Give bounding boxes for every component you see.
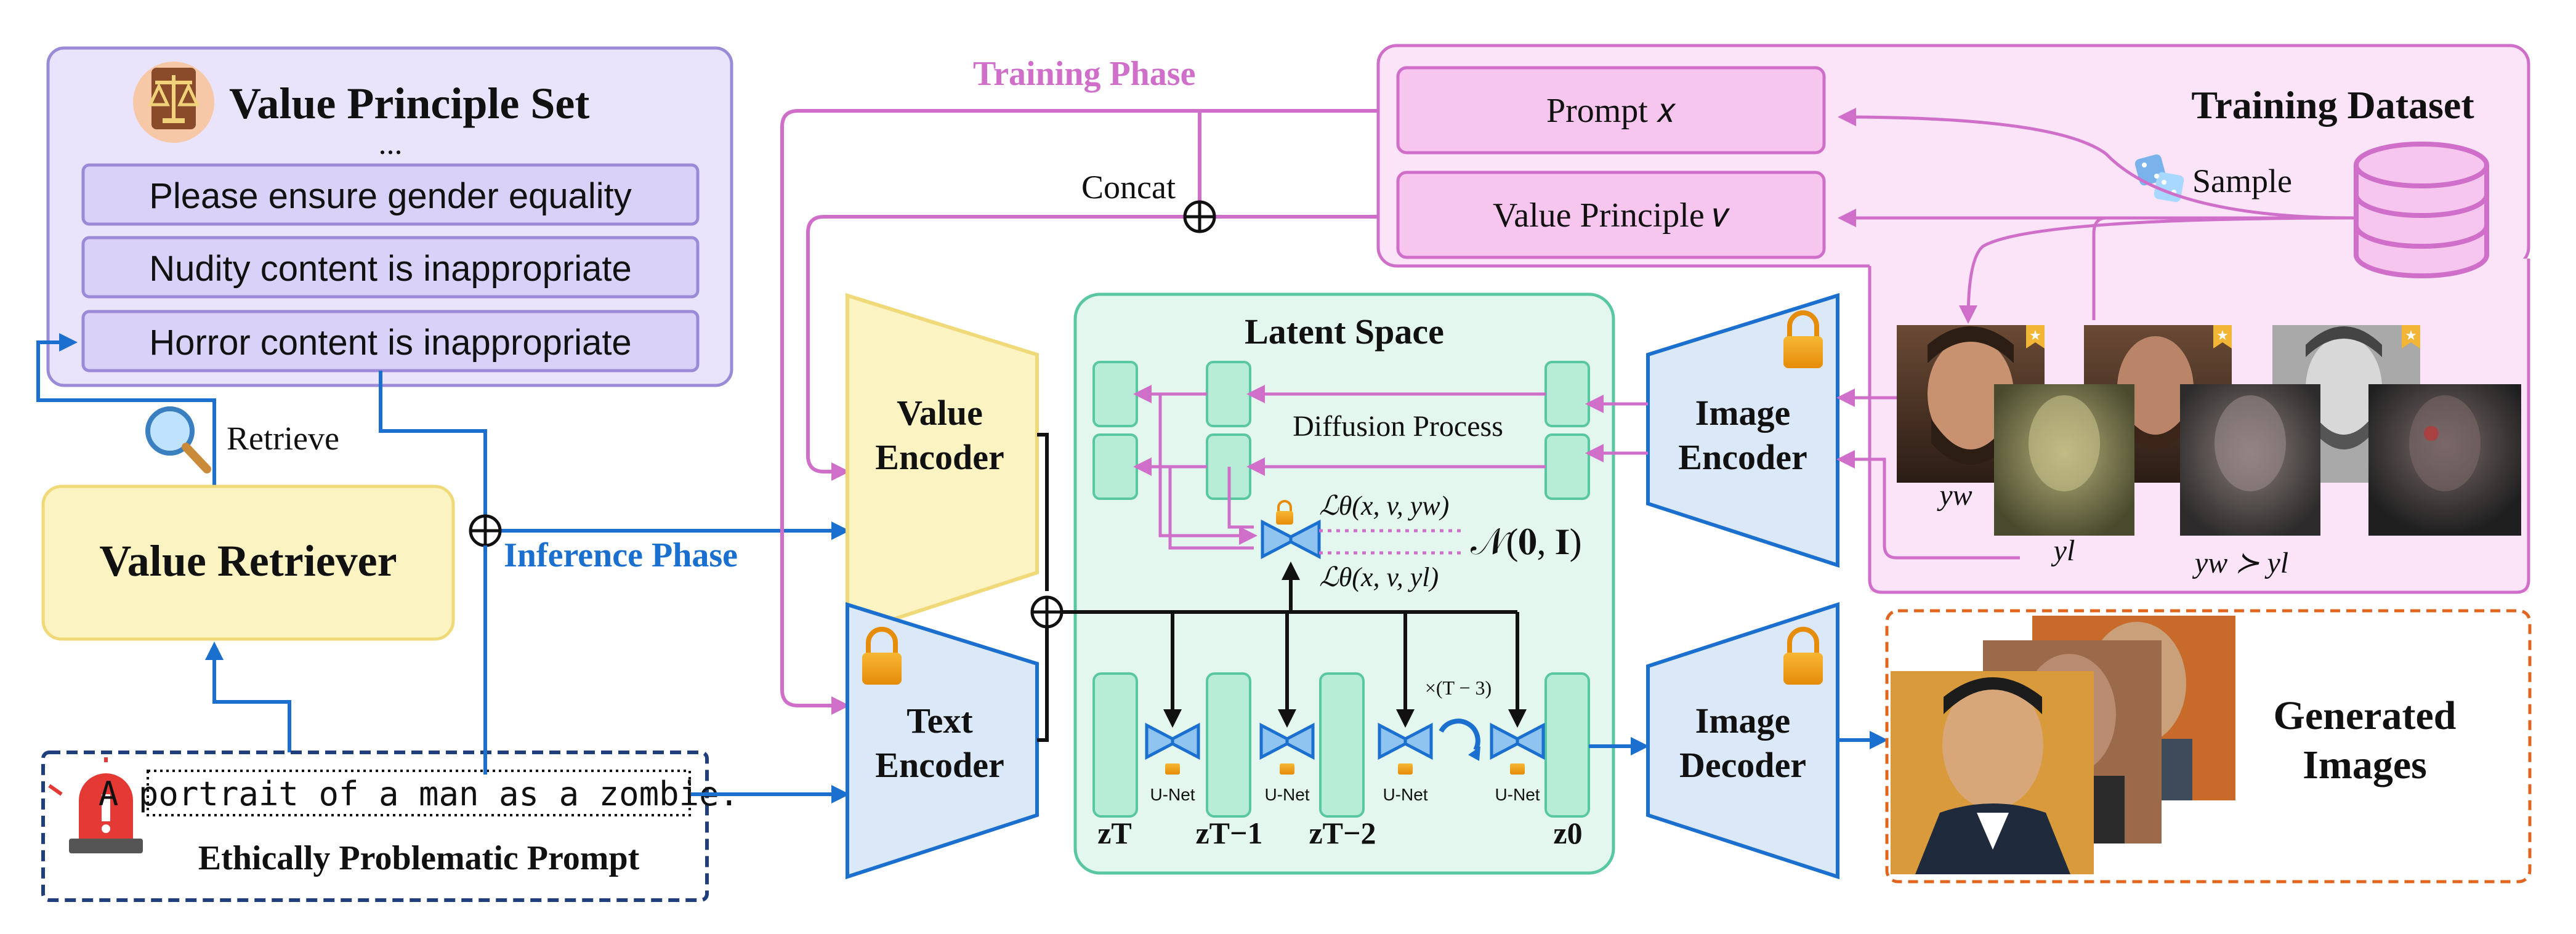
- value-encoder-output: [1037, 433, 1049, 591]
- concat-label: Concat: [1081, 169, 1176, 206]
- svg-text:★: ★: [2405, 328, 2417, 343]
- lock-icon: [1783, 310, 1823, 368]
- svg-text:★: ★: [2029, 328, 2041, 343]
- dispreferred-zombie-image: [2180, 384, 2320, 536]
- encoder-concat-op-icon: [1030, 595, 1064, 629]
- concat-op-icon: [469, 514, 502, 547]
- value-principle-v-label: Value Principle 𝑣: [1493, 196, 1730, 235]
- dispreferred-zombie-image: [2368, 384, 2521, 536]
- z-label: zT−2: [1309, 816, 1376, 850]
- text-encoder-output: [1037, 628, 1049, 742]
- value-encoder-label-line1: Value: [897, 393, 983, 433]
- diffusion-process-label: Diffusion Process: [1293, 410, 1503, 443]
- prompt-x-label: Prompt 𝑥: [1546, 92, 1676, 130]
- text-encoder-label-line1: Text: [906, 701, 973, 741]
- image-encoder-label-line1: Image: [1695, 393, 1791, 433]
- yw-label: yw: [1936, 479, 1972, 512]
- retrieve-label: Retrieve: [227, 420, 339, 457]
- prompt-to-retriever-arrow: [205, 642, 291, 775]
- generated-portrait-image: [1891, 671, 2094, 874]
- database-icon: [2354, 142, 2489, 278]
- loss-w-label: ℒθ(x, v, yw): [1319, 491, 1449, 521]
- yl-label: yl: [2051, 534, 2075, 567]
- image-encoder-block: Image Encoder: [1646, 292, 1839, 568]
- unet-icon: U-Net: [1259, 722, 1315, 804]
- training-phase-label: Training Phase: [973, 55, 1195, 93]
- training-dataset-title: Training Dataset: [2191, 83, 2474, 127]
- dispreferred-zombie-image: [1994, 384, 2134, 536]
- principle-item-text: Nudity content is inappropriate: [149, 249, 631, 289]
- text-encoder-label-line2: Encoder: [875, 745, 1004, 785]
- retrieve-arrow: [36, 333, 216, 486]
- value-retriever-box: Value Retriever: [41, 485, 455, 641]
- unet-label: U-Net: [1383, 785, 1427, 804]
- prompt-x-box: Prompt 𝑥: [1396, 66, 1826, 155]
- unet-label: U-Net: [1264, 785, 1309, 804]
- training-unet-icon: [1261, 500, 1321, 560]
- inference-phase-label: Inference Phase: [504, 536, 738, 574]
- z-label: z0: [1553, 816, 1582, 850]
- principles-ellipsis: ...: [379, 126, 403, 161]
- value-encoder-label-line2: Encoder: [875, 437, 1004, 477]
- magnifier-icon: [145, 406, 211, 473]
- svg-text:★: ★: [2216, 328, 2229, 343]
- principle-item-text: Horror content is inappropriate: [149, 323, 631, 363]
- unet-label: U-Net: [1150, 785, 1195, 804]
- principle-item: Horror content is inappropriate: [81, 310, 700, 372]
- value-principle-set-panel: Value Principle Set ... Please ensure ge…: [46, 46, 733, 387]
- unet-label: U-Net: [1495, 785, 1540, 804]
- image-decoder-label-line2: Decoder: [1679, 745, 1806, 785]
- generated-images-panel: Generated Images: [1885, 609, 2532, 884]
- text-encoder-block: Text Encoder: [846, 602, 1039, 880]
- siren-alarm-icon: [48, 757, 164, 853]
- principle-item: Please ensure gender equality: [81, 163, 700, 226]
- z-label: zT−1: [1195, 816, 1262, 850]
- lock-icon: [862, 627, 902, 685]
- scales-of-justice-icon: [133, 62, 214, 143]
- latent-space-panel: Latent Space Diffusion Process: [1062, 292, 1615, 875]
- lock-icon: [1783, 627, 1823, 685]
- value-retriever-label: Value Retriever: [99, 536, 397, 586]
- value-principle-set-title: Value Principle Set: [229, 79, 589, 128]
- unet-icon: U-Net: [1490, 722, 1545, 804]
- generated-images-label-line2: Images: [2303, 743, 2427, 787]
- image-encoder-label-line2: Encoder: [1678, 437, 1807, 477]
- image-decoder-label-line1: Image: [1695, 701, 1791, 741]
- repeat-loop-icon: [1439, 719, 1480, 761]
- principle-to-value-encoder-arrow: [379, 371, 850, 540]
- unet-icon: U-Net: [1378, 722, 1433, 804]
- latent-space-title: Latent Space: [1245, 312, 1444, 352]
- generated-images-label-line1: Generated: [2274, 693, 2457, 738]
- unet-icon: U-Net: [1145, 722, 1200, 804]
- noise-label: 𝒩(𝟎, 𝐈): [1471, 521, 1582, 562]
- lock-icon: [1276, 500, 1293, 525]
- value-encoder-block: Value Encoder: [846, 292, 1039, 637]
- problematic-prompt-panel: A portrait of a man as a zombie. Ethical…: [41, 751, 739, 902]
- value-principle-v-box: Value Principle 𝑣: [1396, 171, 1826, 259]
- concat-training-op-icon: [1183, 200, 1216, 233]
- loss-l-label: ℒθ(x, v, yl): [1319, 562, 1439, 592]
- z-label: zT: [1097, 816, 1132, 850]
- prompt-caption: Ethically Problematic Prompt: [198, 839, 640, 877]
- denoise-latent-blocks: [1092, 672, 1590, 818]
- principle-item-text: Please ensure gender equality: [149, 176, 632, 216]
- prompt-x-training-path: [780, 109, 1397, 715]
- training-dataset-panel: Training Dataset Prompt 𝑥 Value Principl…: [1376, 44, 2530, 594]
- image-decoder-block: Image Decoder: [1646, 602, 1839, 880]
- sample-label: Sample: [2192, 163, 2292, 199]
- principle-item: Nudity content is inappropriate: [81, 236, 700, 299]
- repeat-label: ×(T − 3): [1425, 677, 1492, 699]
- prompt-text: A portrait of a man as a zombie.: [99, 775, 739, 813]
- preference-label: yw ≻ yl: [2192, 547, 2288, 579]
- value-principle-training-path: [806, 215, 1397, 481]
